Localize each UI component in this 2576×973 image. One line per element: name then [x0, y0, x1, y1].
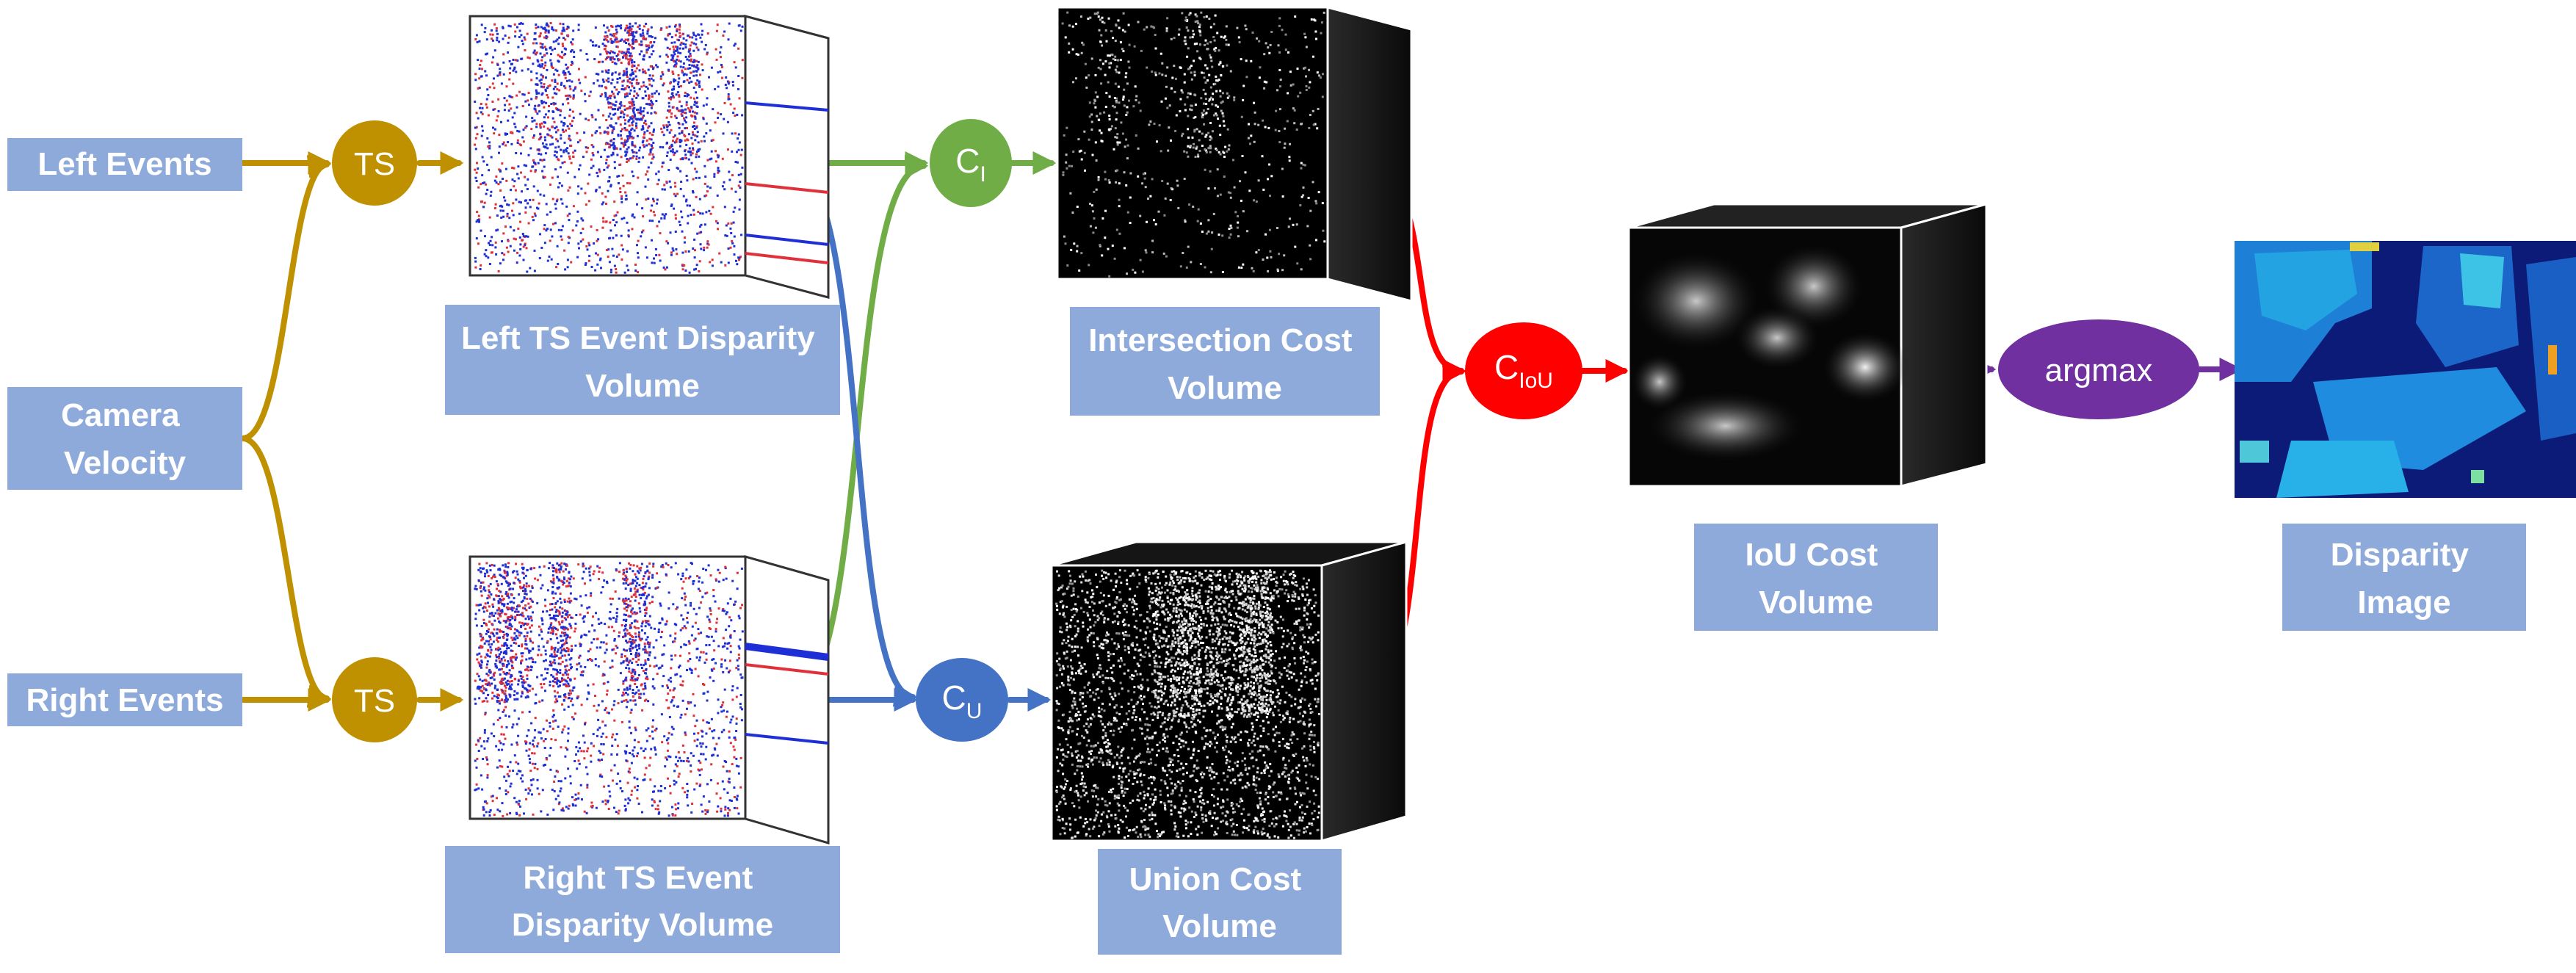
disparity-image	[2235, 241, 2576, 498]
union-volume-side	[1320, 540, 1408, 842]
label-left-ts-volume: Left TS Event Disparity Volume	[445, 305, 840, 415]
label-line: Disparity Volume	[512, 907, 773, 943]
union-volume	[1050, 540, 1408, 842]
smooth-cost-volume-icon	[1630, 242, 1909, 463]
label-left-events: Left Events	[7, 138, 242, 191]
label-right-ts-volume: Right TS Event Disparity Volume	[445, 846, 840, 953]
left-ts-volume-face	[468, 15, 747, 277]
arrow-velocity-to-ts-bottom	[239, 435, 332, 708]
label-line: Disparity	[2331, 537, 2470, 573]
arrow-velocity-to-ts-top	[239, 155, 332, 441]
label-union-volume: Union Cost Volume	[1098, 849, 1342, 955]
label-intersection-volume: Intersection Cost Volume	[1070, 307, 1380, 416]
label-line: Volume	[1759, 585, 1873, 621]
ts-node-bottom: TS	[332, 657, 417, 742]
ciou-node: CIoU	[1465, 322, 1582, 419]
label-line: Right TS Event	[523, 860, 753, 896]
right-ts-volume	[468, 555, 830, 845]
dense-cost-volume-icon	[1055, 569, 1320, 839]
label-line: Camera	[61, 397, 180, 433]
right-ts-volume-side	[744, 555, 830, 845]
label-line: Intersection Cost	[1088, 322, 1353, 358]
label-line: Volume	[1168, 370, 1282, 406]
label-line: Volume	[585, 368, 700, 404]
label-line: Left TS Event Disparity	[461, 320, 815, 356]
cu-node: CU	[916, 658, 1008, 742]
intersection-volume-side	[1326, 6, 1413, 303]
label-line: Volume	[1162, 908, 1277, 944]
sparse-cost-volume-icon	[1061, 11, 1326, 278]
left-ts-volume	[468, 15, 830, 299]
label-iou-volume: IoU Cost Volume	[1694, 524, 1938, 631]
label-line: Right Events	[26, 682, 224, 718]
label-disparity-image: Disparity Image	[2282, 524, 2526, 631]
intersection-volume	[1056, 6, 1413, 303]
left-ts-volume-side-lines	[745, 101, 829, 264]
label-line: Image	[2357, 585, 2450, 621]
argmax-node: argmax	[1998, 319, 2199, 419]
label-line: Left Events	[37, 146, 211, 182]
event-scatter-volume-icon	[474, 562, 744, 817]
label-line: Union Cost	[1129, 861, 1302, 897]
ci-node: CI	[930, 119, 1012, 207]
label-camera-velocity: Camera Velocity	[7, 387, 242, 490]
iou-volume	[1627, 203, 1988, 488]
label-line: IoU Cost	[1745, 537, 1878, 573]
iou-volume-side	[1900, 203, 1988, 488]
ts-node-top: TS	[332, 120, 417, 206]
event-scatter-volume-icon	[474, 22, 744, 274]
label-right-events: Right Events	[7, 673, 242, 726]
right-ts-volume-side-lines	[745, 643, 829, 745]
label-line: Velocity	[64, 445, 187, 481]
